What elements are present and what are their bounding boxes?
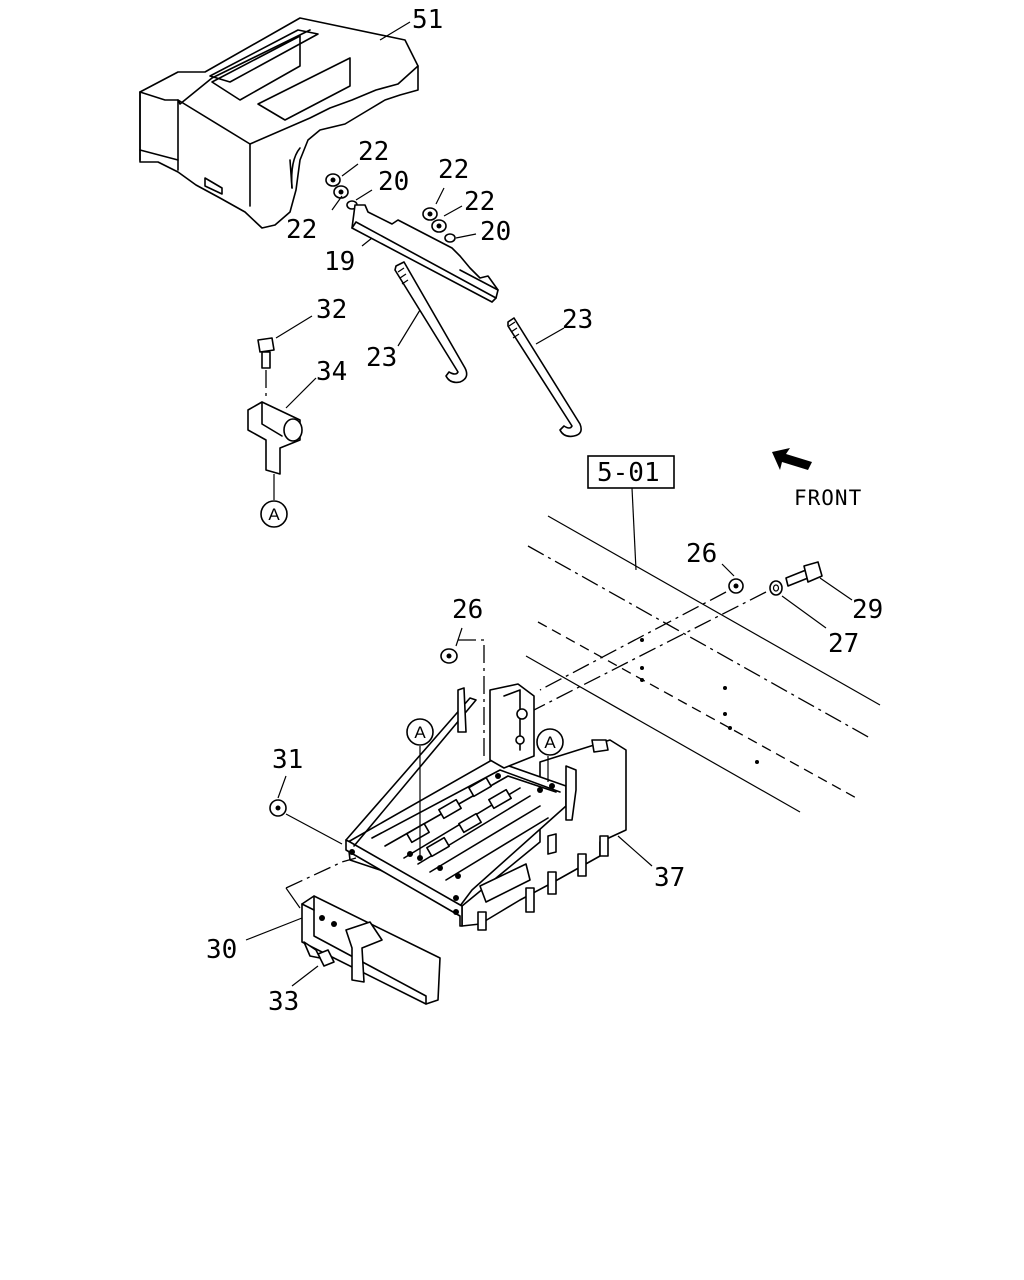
callout-26a: 26 xyxy=(452,595,483,625)
battery-carrier-part-37 xyxy=(345,683,627,931)
callout-22c: 22 xyxy=(438,155,469,185)
callout-51: 51 xyxy=(412,5,443,35)
svg-text:A: A xyxy=(544,733,556,752)
leader-line-51 xyxy=(379,21,411,41)
callout-34: 34 xyxy=(316,357,347,387)
callout-20b: 20 xyxy=(480,217,511,247)
marker-a-middle: A xyxy=(406,718,434,746)
nut-washer-set-left xyxy=(325,173,358,210)
svg-text:A: A xyxy=(268,505,280,524)
chassis-frame-lines xyxy=(525,515,881,813)
callout-numbers: 51 22 20 22 19 22 22 20 23 23 32 34 26 2… xyxy=(206,5,883,1017)
nut-part-26-right xyxy=(728,578,744,594)
bracket-part-30 xyxy=(301,895,441,1005)
callout-23a: 23 xyxy=(366,343,397,373)
j-bolt-part-23-left xyxy=(394,261,468,384)
callout-22a: 22 xyxy=(358,137,389,167)
bracket-part-34 xyxy=(247,401,303,475)
callout-37: 37 xyxy=(654,863,685,893)
bolt-part-29 xyxy=(785,561,823,587)
nut-part-26-left xyxy=(440,648,458,664)
nut-31-leader xyxy=(285,813,343,845)
bracket-30-axis xyxy=(285,857,357,889)
nut-part-31 xyxy=(269,799,287,817)
svg-text:A: A xyxy=(414,723,426,742)
nut-washer-set-right xyxy=(422,207,456,243)
bolt-part-32 xyxy=(257,337,275,400)
bolt-axis-right xyxy=(529,591,767,713)
callout-33: 33 xyxy=(268,987,299,1017)
marker-a-upper: A xyxy=(260,500,288,528)
bracket-30-link xyxy=(285,887,301,909)
callout-20a: 20 xyxy=(378,167,409,197)
reference-box-label: 5-01 xyxy=(597,458,660,488)
callout-19: 19 xyxy=(324,247,355,277)
bolt-axis-right-2 xyxy=(539,591,727,691)
j-bolt-part-23-right xyxy=(507,317,582,438)
callout-27: 27 xyxy=(828,629,859,659)
callout-29: 29 xyxy=(852,595,883,625)
reference-box-leader xyxy=(631,487,637,571)
callout-23b: 23 xyxy=(562,305,593,335)
washer-part-27 xyxy=(769,580,783,596)
front-direction-arrow-icon xyxy=(772,448,812,470)
callout-leaders xyxy=(245,163,853,987)
bolt-part-33 xyxy=(303,941,335,967)
nut-26-axis xyxy=(458,639,485,756)
callout-22d: 22 xyxy=(464,187,495,217)
callout-22b: 22 xyxy=(286,215,317,245)
battery-cover-part-51 xyxy=(139,17,419,229)
callout-31: 31 xyxy=(272,745,303,775)
callout-26b: 26 xyxy=(686,539,717,569)
reference-box[interactable]: 5-01 xyxy=(587,455,675,489)
front-label: FRONT xyxy=(794,486,862,510)
clamp-bar-part-19 xyxy=(351,204,499,303)
callout-32: 32 xyxy=(316,295,347,325)
callout-30: 30 xyxy=(206,935,237,965)
marker-a-right: A xyxy=(536,728,564,756)
